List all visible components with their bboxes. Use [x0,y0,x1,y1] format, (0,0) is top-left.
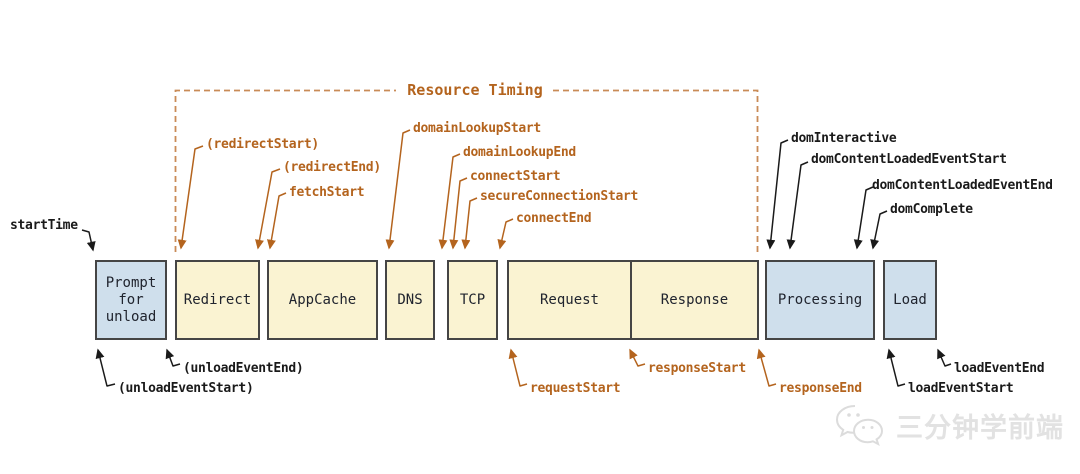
box-label: AppCache [288,291,357,308]
arrow-dom-content-loaded-event-start [786,161,809,250]
arrow-dom-content-loaded-event-end [853,186,874,250]
timeline-box-response: Response [630,262,757,338]
label-start-time: startTime [10,218,78,233]
label-domain-lookup-start: domainLookupStart [413,121,541,136]
arrow-redirect-end [255,168,281,250]
timeline-box-dns: DNS [385,260,435,340]
box-label: Redirect [183,291,252,308]
arrow-load-event-end [937,348,952,367]
box-label: Processing [777,291,863,308]
timeline-box-processing: Processing [765,260,875,340]
box-label: Load [893,291,927,308]
arrow-domain-lookup-end [438,153,461,250]
label-connect-start: connectStart [470,169,561,184]
label-redirect-end: (redirectEnd) [283,160,381,175]
arrow-response-end [756,348,777,387]
timeline-box-request-response: Request Response [507,260,759,340]
box-label: TCP [459,291,486,308]
timeline-box-load: Load [883,260,937,340]
box-label: Request [539,292,599,308]
label-unload-event-start: (unloadEventStart) [118,381,254,396]
arrow-dom-interactive [766,139,789,250]
label-redirect-start: (redirectStart) [206,137,319,152]
arrow-unload-event-end [165,348,181,367]
arrow-dom-complete [870,210,888,250]
arrow-redirect-start [177,145,204,250]
label-load-event-end: loadEventEnd [954,361,1045,376]
timeline-box-redirect: Redirect [175,260,260,340]
timeline-box-prompt-for-unload: Prompt for unload [95,260,167,340]
arrow-start-time [81,229,96,252]
watermark-text: 三分钟学前端 [896,412,1064,444]
watermark: 三分钟学前端 [830,402,1064,448]
label-dom-content-loaded-event-end: domContentLoadedEventEnd [872,178,1053,193]
box-label: Response [660,292,729,308]
box-label: DNS [397,291,423,308]
timeline-box-tcp: TCP [447,260,498,340]
arrow-unload-event-start [95,348,116,387]
label-secure-connection-start: secureConnectionStart [480,189,639,204]
timeline-box-appcache: AppCache [267,260,378,340]
arrow-response-start [629,348,646,367]
arrow-domain-lookup-start [385,129,411,250]
timeline-box-request: Request [509,262,630,338]
label-dom-interactive: domInteractive [791,131,897,146]
label-unload-event-end: (unloadEventEnd) [183,361,304,376]
arrow-connect-end [497,218,514,250]
arrow-request-start [508,348,528,387]
label-response-start: responseStart [648,361,746,376]
label-dom-complete: domComplete [890,202,973,217]
arrow-secure-connection-start [461,197,478,250]
wechat-icon [835,405,884,447]
arrow-fetch-start [266,192,287,250]
label-dom-content-loaded-event-start: domContentLoadedEventStart [811,152,1007,167]
arrow-connect-start [449,177,468,250]
label-response-end: responseEnd [779,381,862,396]
label-connect-end: connectEnd [516,211,592,226]
label-load-event-start: loadEventStart [908,381,1014,396]
arrow-load-event-start [886,348,906,387]
box-label: Prompt for unload [105,274,157,325]
label-domain-lookup-end: domainLookupEnd [463,145,576,160]
label-request-start: requestStart [530,381,621,396]
resource-timing-bracket [174,89,759,252]
label-fetch-start: fetchStart [289,185,365,200]
resource-timing-title: Resource Timing [407,81,543,99]
